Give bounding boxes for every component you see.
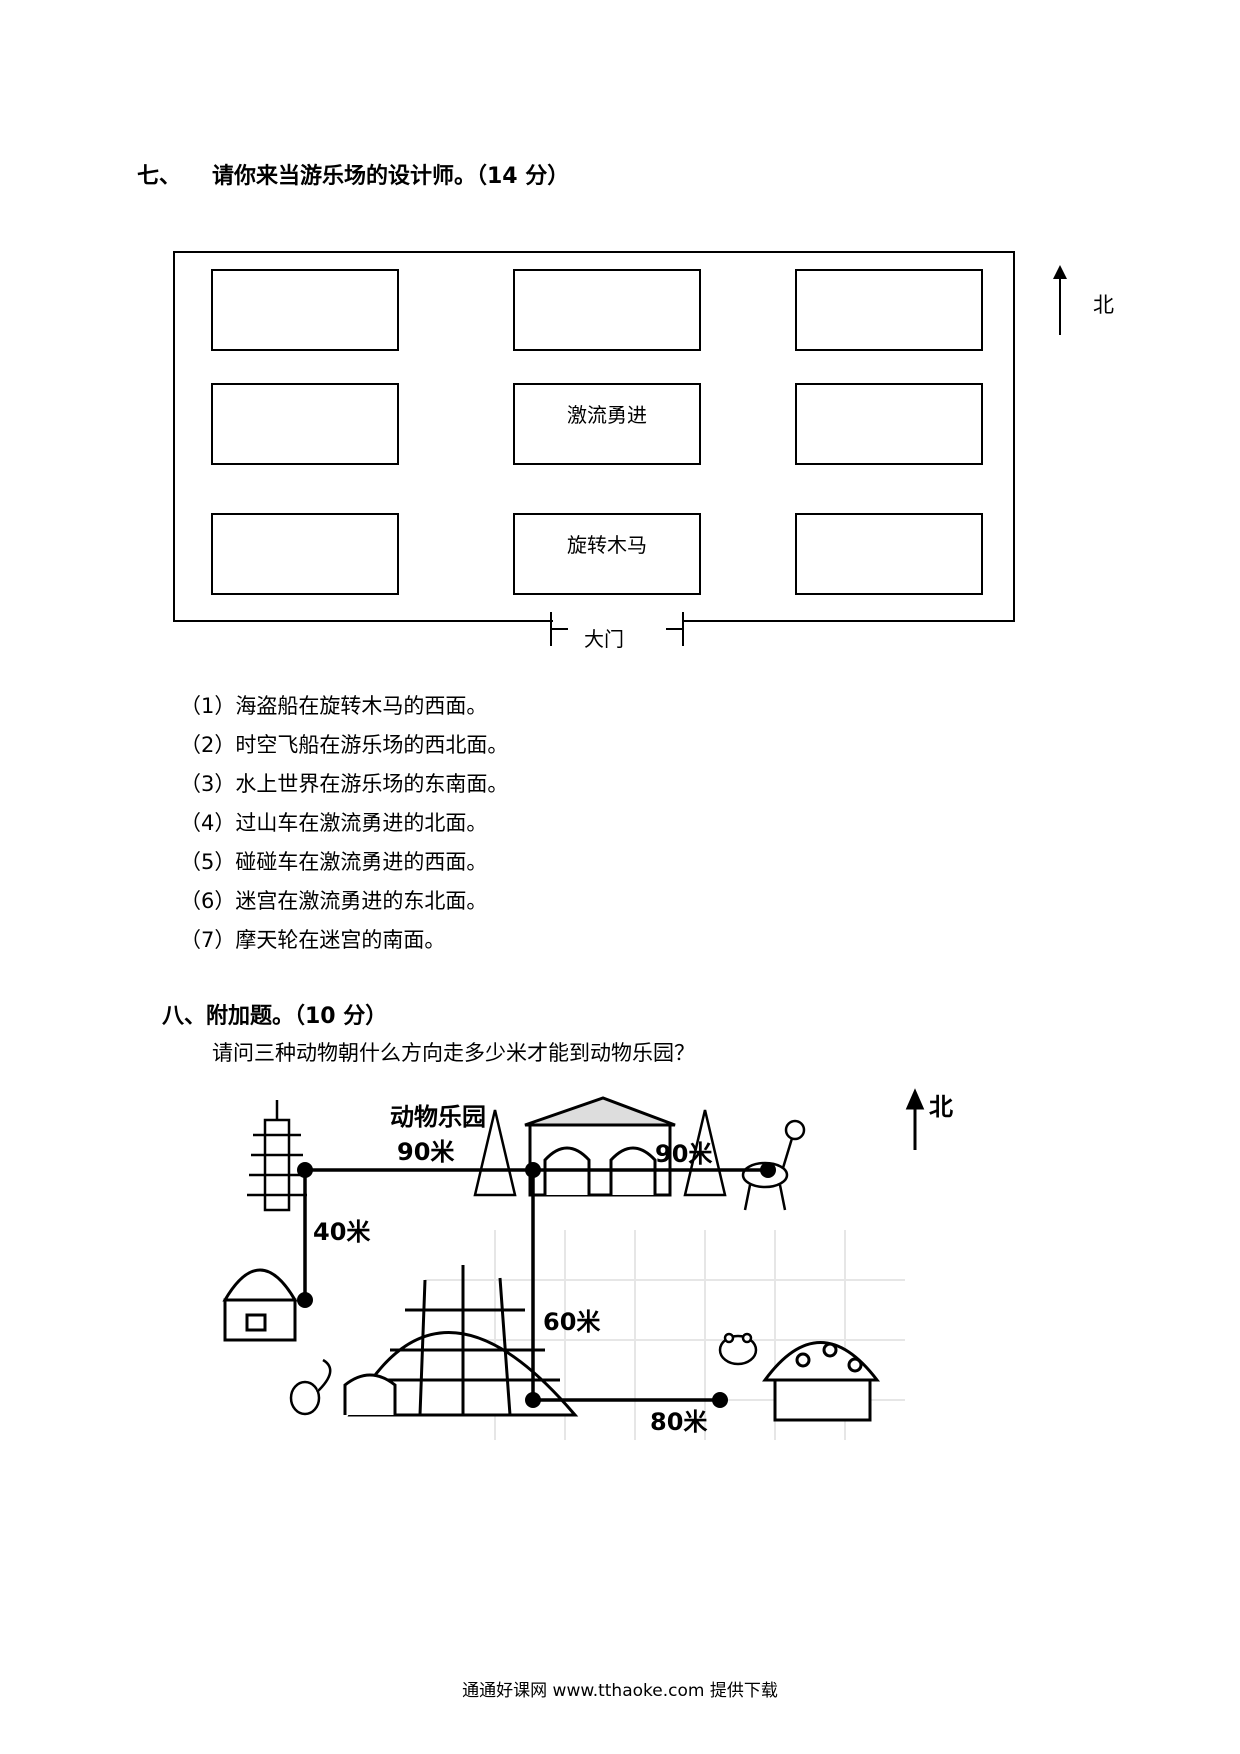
park-cell-r1c3[interactable] bbox=[795, 269, 983, 351]
zoo-map: 动物乐园 bbox=[222, 1088, 953, 1440]
pagoda-icon bbox=[247, 1100, 307, 1212]
distance-label: 90米 bbox=[397, 1138, 454, 1166]
distance-label: 40米 bbox=[313, 1218, 370, 1246]
squirrel-icon bbox=[289, 1358, 332, 1416]
node-squirrel bbox=[297, 1292, 313, 1308]
node-west bbox=[297, 1162, 313, 1178]
park-cell-r2c2[interactable]: 激流勇进 bbox=[513, 383, 701, 465]
park-cell-r2c1[interactable] bbox=[211, 383, 399, 465]
distance-label: 90米 bbox=[655, 1140, 712, 1168]
gate-tick-right bbox=[666, 628, 682, 630]
park-cell-r1c1[interactable] bbox=[211, 269, 399, 351]
map-nodes bbox=[297, 1162, 776, 1408]
zoo-gate-icon bbox=[524, 1096, 676, 1197]
igloo-icon bbox=[343, 1265, 579, 1417]
park-cell-r3c3[interactable] bbox=[795, 513, 983, 595]
park-cell-r3c1[interactable] bbox=[211, 513, 399, 595]
gate-opening bbox=[553, 617, 683, 623]
mushroom-house-icon bbox=[762, 1341, 881, 1422]
distance-label: 60米 bbox=[543, 1308, 600, 1336]
gate-label: 大门 bbox=[584, 627, 624, 651]
park-cell-r2c3[interactable] bbox=[795, 383, 983, 465]
map-north-label: 北 bbox=[929, 1093, 953, 1121]
tree-icon bbox=[473, 1109, 727, 1197]
park-cell-r3c2[interactable]: 旋转木马 bbox=[513, 513, 701, 595]
north-arrow-icon bbox=[1053, 265, 1067, 279]
zoo-label: 动物乐园 bbox=[390, 1103, 486, 1131]
clue-3: （3）水上世界在游乐场的东南面。 bbox=[180, 772, 509, 796]
map-paths bbox=[303, 1168, 768, 1402]
node-frog bbox=[712, 1392, 728, 1408]
q7-number: 七、 bbox=[137, 164, 182, 189]
map-north-arrow-icon bbox=[905, 1088, 925, 1150]
node-south bbox=[525, 1392, 541, 1408]
gate-post-right bbox=[682, 612, 684, 646]
clue-7: （7）摩天轮在迷宫的南面。 bbox=[180, 928, 446, 952]
node-center bbox=[525, 1162, 541, 1178]
clue-5: （5）碰碰车在激流勇进的西面。 bbox=[180, 850, 488, 874]
node-deer bbox=[760, 1162, 776, 1178]
yurt-icon bbox=[222, 1268, 298, 1342]
north-label: 北 bbox=[1093, 293, 1114, 317]
north-arrow-shaft bbox=[1059, 277, 1061, 335]
footer: 通通好课网 www.tthaoke.com 提供下载 bbox=[462, 1681, 778, 1701]
park-cell-r1c2[interactable] bbox=[513, 269, 701, 351]
clue-2: （2）时空飞船在游乐场的西北面。 bbox=[180, 733, 509, 757]
gate-tick-left bbox=[552, 628, 568, 630]
frog-icon bbox=[718, 1332, 758, 1366]
clue-1: （1）海盗船在旋转木马的西面。 bbox=[180, 694, 488, 718]
clue-6: （6）迷宫在激流勇进的东北面。 bbox=[180, 889, 488, 913]
gate-post-left bbox=[550, 612, 552, 646]
clue-4: （4）过山车在激流勇进的北面。 bbox=[180, 811, 488, 835]
q7-title: 请你来当游乐场的设计师。（14 分） bbox=[212, 164, 570, 189]
distance-label: 80米 bbox=[650, 1408, 707, 1436]
q8-title: 八、附加题。（10 分） bbox=[162, 1004, 388, 1029]
q8-question: 请问三种动物朝什么方向走多少米才能到动物乐园？ bbox=[212, 1041, 695, 1065]
